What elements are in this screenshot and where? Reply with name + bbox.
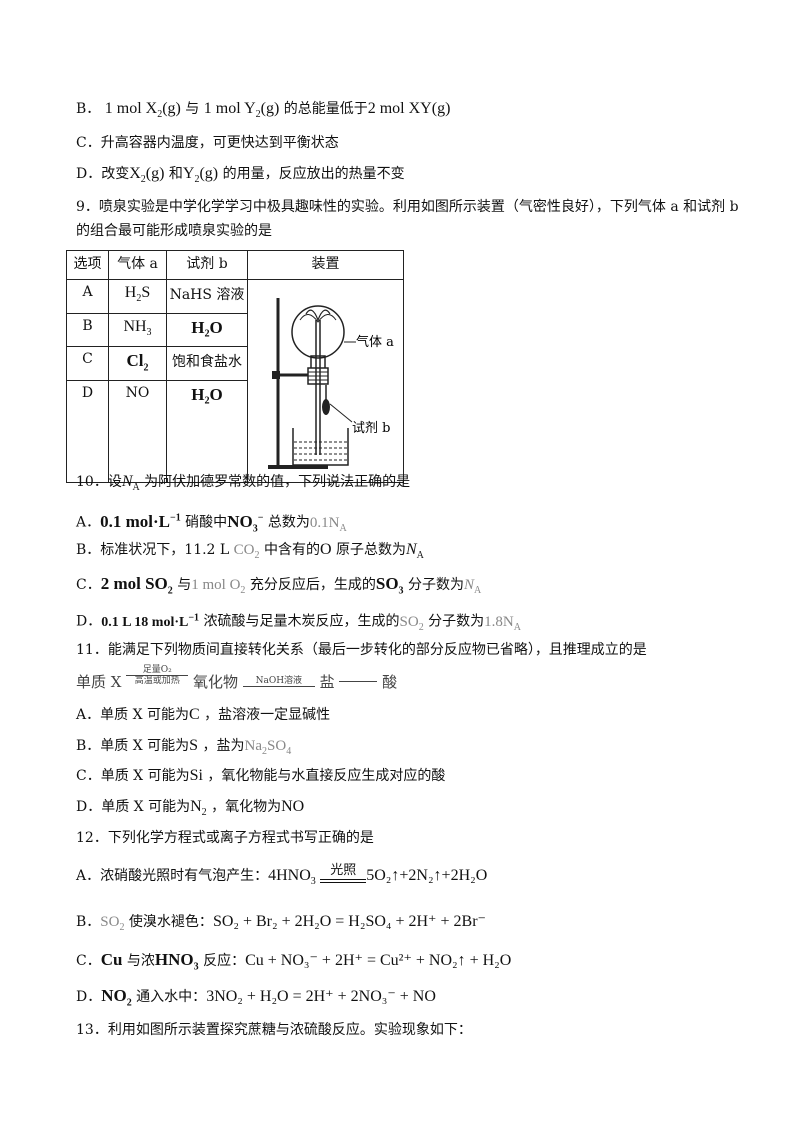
option-label: C．	[76, 135, 101, 151]
q10-option-b: B．标准状况下，11.2 L CO2 中含有的O 原子总数为NA	[76, 541, 424, 562]
q11-option-b: B．单质 X 可能为S ，盐为Na2SO4	[76, 737, 292, 757]
q10-option-c: C．2 mol SO2 与1 mol O2 充分反应后，生成的SO3 分子数为N…	[76, 574, 482, 597]
q12-option-c: C．Cu 与浓HNO3 反应：Cu + NO₃⁻ + 2H⁺ = Cu²⁺ + …	[76, 950, 512, 973]
header-option: 选项	[66, 250, 109, 280]
formula: Y2(g)	[182, 165, 219, 186]
q9-stem-line2: 的组合最可能形成喷泉实验的是	[76, 223, 272, 239]
chain-step-4: 酸	[382, 673, 398, 691]
label-reagent-b: 试剂 b	[352, 421, 390, 436]
header-apparatus: 装置	[247, 250, 404, 280]
row-b-reagent: H₂O	[191, 317, 223, 337]
chain-arrow-2: NaOH溶液	[242, 677, 315, 687]
text: 改变	[101, 166, 130, 182]
row-a-gas: H2S	[124, 284, 151, 305]
row-d-option: D	[81, 384, 94, 401]
q12-option-d: D．NO2 通入水中：3NO₂ + H₂O = 2H⁺ + 2NO₃⁻ + NO	[76, 986, 436, 1009]
formula: 2 mol XY(g)	[367, 100, 451, 117]
chain-arrow-3	[339, 681, 378, 682]
q11-conversion-chain: 单质 X 足量O₂ 高温或加热 氧化物 NaOH溶液 盐 酸	[76, 666, 398, 692]
row-d-gas: NO	[125, 384, 150, 401]
q10-stem: 10．设NA 为阿伏加德罗常数的值，下列说法正确的是	[76, 473, 411, 494]
row-b-gas: NH3	[123, 317, 152, 338]
option-label: D．	[76, 166, 102, 182]
q8-option-c: C．升高容器内温度，可更快达到平衡状态	[76, 133, 339, 153]
chain-step-2: 氧化物	[193, 673, 239, 691]
text: 的总能量低于	[279, 101, 368, 117]
label-gas-a: 气体 a	[356, 334, 394, 350]
text: 和	[164, 166, 183, 182]
fountain-apparatus-diagram: 气体 a 试剂 b	[268, 298, 394, 469]
q8-option-d: D．改变X2(g) 和Y2(g) 的用量，反应放出的热量不变	[76, 164, 405, 190]
option-text: 升高容器内温度，可更快达到平衡状态	[100, 135, 339, 151]
chain-step-3: 盐	[319, 673, 335, 691]
q12-option-b: B．SO2 使溴水褪色：SO₂ + Br₂ + 2H₂O = H₂SO₄ + 2…	[76, 913, 486, 933]
q9-options-table: 选项 气体 a 试剂 b 装置 A H2S NaHS 溶液	[66, 250, 404, 484]
row-c-gas: Cl2	[126, 351, 149, 374]
q11-option-a: A．单质 X 可能为C ，盐溶液一定显碱性	[76, 706, 331, 723]
header-gas: 气体 a	[108, 250, 167, 280]
q8-option-b: B． 1 mol X2(g) 与 1 mol Y2(g) 的总能量低于2 mol…	[76, 99, 450, 125]
formula: X2(g)	[129, 165, 165, 186]
apparatus-cell: 气体 a 试剂 b	[247, 279, 404, 483]
chain-step-1: 单质 X	[76, 673, 122, 691]
q11-stem: 11．能满足下列物质间直接转化关系（最后一步转化的部分反应物已省略），且推理成立…	[76, 642, 647, 658]
row-c-reagent: 饱和食盐水	[172, 354, 242, 371]
q11-option-c: C．单质 X 可能为Si ，氧化物能与水直接反应生成对应的酸	[76, 767, 446, 784]
q9-stem-line1: 9．喷泉实验是中学化学学习中极具趣味性的实验。利用如图所示装置（气密性良好），下…	[76, 199, 739, 215]
q10-option-a: A．0.1 mol·L−1 硝酸中NO3− 总数为0.1NA	[76, 511, 347, 535]
text: 与	[180, 101, 200, 117]
formula: 1 mol Y2(g)	[203, 100, 280, 121]
option-label: B．	[76, 101, 101, 117]
q10-option-d: D．0.1 L 18 mol·L−1 浓硫酸与足量木炭反应，生成的SO2 分子数…	[76, 612, 521, 633]
row-b-option: B	[82, 317, 93, 334]
row-a-option: A	[82, 284, 93, 300]
q11-option-d: D．单质 X 可能为N2 ，氧化物为NO	[76, 798, 305, 819]
header-reagent: 试剂 b	[166, 250, 248, 280]
row-d-reagent: H₂O	[191, 384, 223, 404]
formula: 1 mol X2(g)	[104, 100, 181, 121]
chain-arrow-1: 足量O₂ 高温或加热	[126, 666, 189, 686]
row-a-reagent: NaHS 溶液	[169, 287, 245, 303]
row-c-option: C	[82, 351, 93, 368]
q12-stem: 12．下列化学方程式或离子方程式书写正确的是	[76, 830, 374, 846]
text: 的用量，反应放出的热量不变	[218, 166, 405, 182]
reaction-condition-arrow: 光照	[320, 864, 367, 883]
q13-stem: 13．利用如图所示装置探究蔗糖与浓硫酸反应。实验现象如下：	[76, 1022, 472, 1038]
